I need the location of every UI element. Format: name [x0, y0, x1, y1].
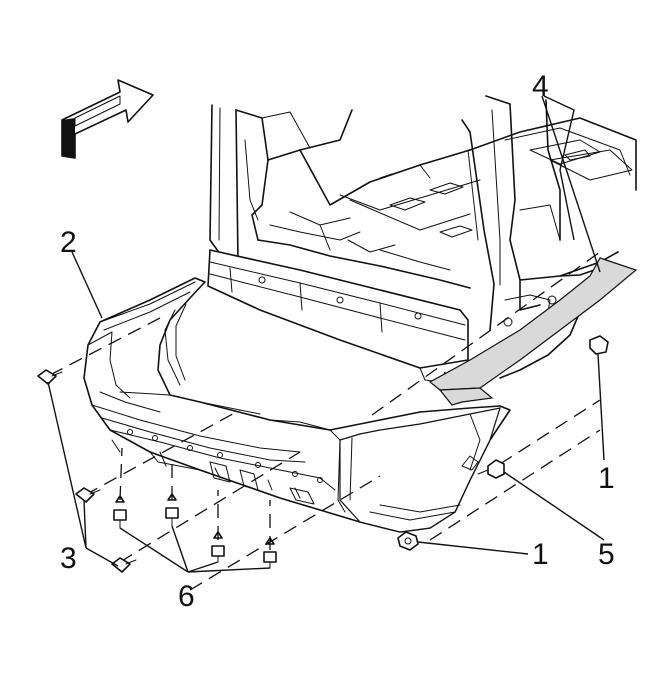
clip-1-upper [589, 335, 609, 355]
screw-3-bottom [111, 557, 137, 573]
retainer-6-a [113, 495, 127, 529]
fasteners [37, 335, 609, 573]
alignment-lines [49, 251, 601, 591]
callout-6: 6 [178, 580, 195, 613]
callout-2: 2 [60, 226, 77, 259]
callout-1-upper: 1 [598, 462, 615, 495]
callout-4: 4 [532, 70, 549, 103]
leader-lines [47, 95, 605, 573]
clip-1-lower [397, 531, 419, 551]
callout-1-lower: 1 [532, 538, 549, 571]
rear-bumper-fascia [83, 277, 511, 533]
callout-3: 3 [60, 542, 77, 575]
retainer-6-d [263, 537, 277, 569]
callout-5: 5 [598, 538, 615, 571]
vehicle-rear-body [207, 95, 637, 383]
screw-3-mid [75, 487, 101, 503]
screw-3-top [37, 369, 63, 385]
bolt-5 [477, 459, 505, 479]
forward-direction-arrow [61, 79, 154, 159]
retainer-6-b [165, 493, 179, 527]
retainer-6-c [211, 531, 225, 563]
